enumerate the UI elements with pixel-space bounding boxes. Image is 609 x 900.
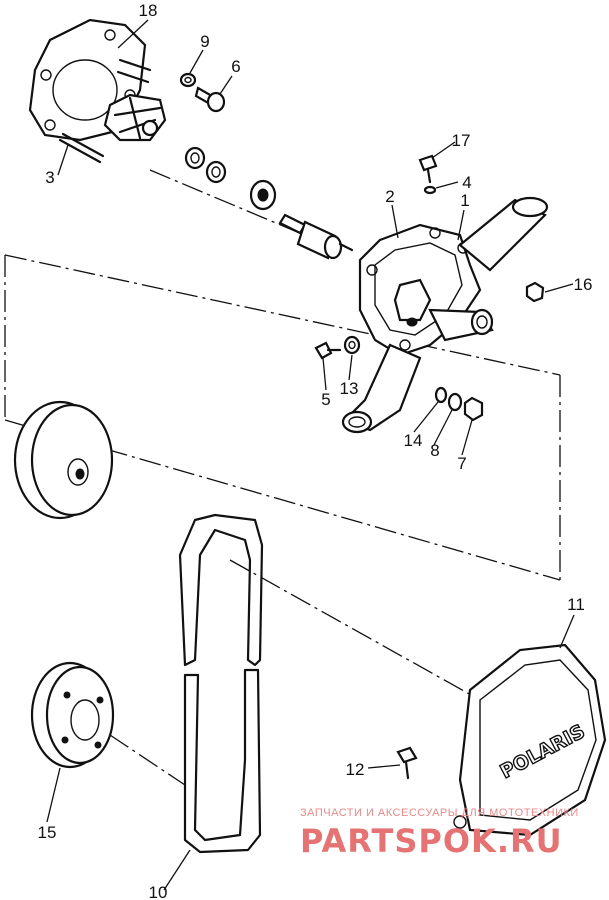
callout-1: 1 xyxy=(460,191,469,210)
outlet-tube-1 xyxy=(458,196,549,272)
pump-pulley xyxy=(13,400,114,520)
callout-15: 15 xyxy=(38,823,57,842)
callout-13: 13 xyxy=(340,379,359,398)
callout-2: 2 xyxy=(385,187,394,206)
washer-13 xyxy=(343,335,361,355)
washer-14 xyxy=(434,386,448,404)
drive-belt-10 xyxy=(178,513,264,854)
belt-guard-11 xyxy=(453,643,607,837)
washer-9 xyxy=(179,72,197,88)
nut-16 xyxy=(525,281,545,303)
callout-5: 5 xyxy=(321,390,330,409)
callout-6: 6 xyxy=(231,57,240,76)
shaft-seals xyxy=(184,146,277,211)
callout-14: 14 xyxy=(404,431,423,450)
nut-7 xyxy=(463,396,484,422)
callout-3: 3 xyxy=(45,168,54,187)
lower-outlet-pipe xyxy=(341,343,422,434)
watermark-caption: ЗАПЧАСТИ И АКСЕССУАРЫ ДЛЯ МОТОТЕХНИКИ xyxy=(300,807,579,819)
callout-8: 8 xyxy=(430,441,439,460)
impeller xyxy=(103,93,167,142)
pump-shaft xyxy=(278,213,354,260)
callout-18: 18 xyxy=(139,1,158,20)
callout-16: 16 xyxy=(574,275,593,294)
callout-12: 12 xyxy=(346,760,365,779)
elbow-pipe xyxy=(428,308,494,342)
stud-3 xyxy=(58,132,105,164)
callout-17: 17 xyxy=(452,131,471,150)
washer-8 xyxy=(447,392,463,412)
washer-4 xyxy=(423,185,437,195)
drive-pulley-15 xyxy=(30,661,115,769)
leader-lines xyxy=(46,19,575,891)
callout-7: 7 xyxy=(457,454,466,473)
bolt-5 xyxy=(314,341,342,360)
bolt-6 xyxy=(194,86,226,113)
callout-9: 9 xyxy=(200,32,209,51)
callout-10: 10 xyxy=(149,883,168,900)
alignment-lines xyxy=(4,169,561,786)
callout-11: 11 xyxy=(567,595,585,614)
callout-numbers: 18 9 6 3 17 4 2 1 16 13 5 14 8 7 11 12 1… xyxy=(38,1,593,900)
callout-4: 4 xyxy=(462,173,471,192)
screw-17 xyxy=(418,154,438,184)
bolt-12 xyxy=(396,746,418,780)
watermark-logo: PARTSPOK.RU xyxy=(300,822,563,860)
